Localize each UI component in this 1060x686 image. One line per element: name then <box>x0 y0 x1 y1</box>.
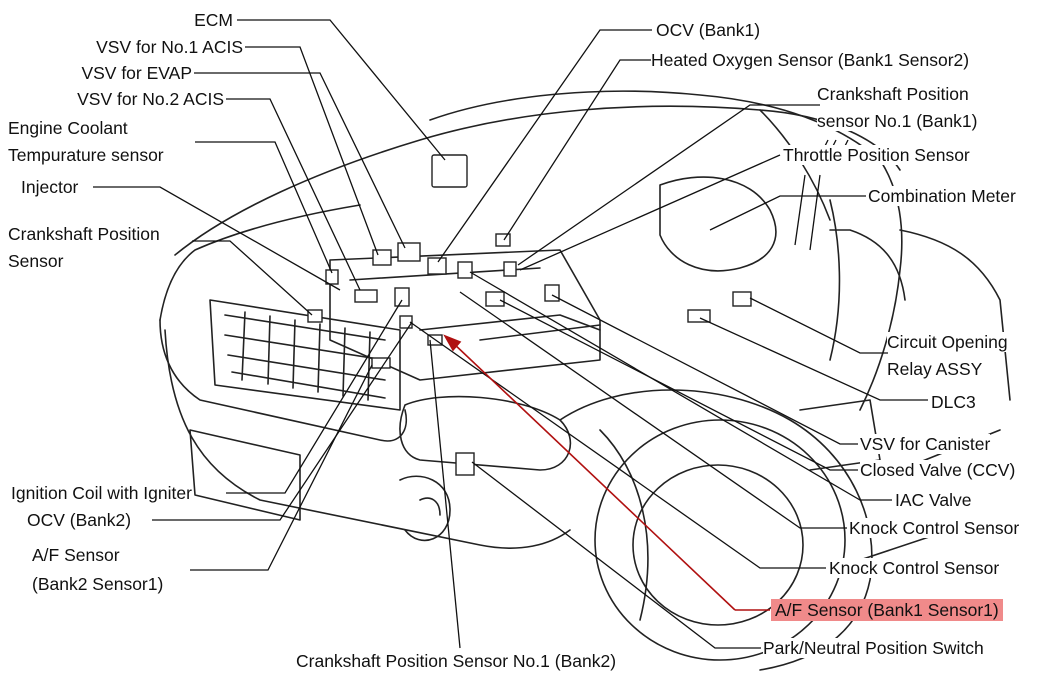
label-dlc3: DLC3 <box>931 392 976 412</box>
label-iac: IAC Valve <box>895 490 972 510</box>
label-knock-sensor-1: Knock Control Sensor <box>849 518 1020 538</box>
label-cor-line2: Relay ASSY <box>887 359 983 379</box>
label-injector: Injector <box>21 177 79 197</box>
label-vsv-acis2: VSV for No.2 ACIS <box>77 89 224 109</box>
label-vsv-canister: VSV for Canister <box>860 434 991 454</box>
label-tps: Throttle Position Sensor <box>783 145 970 165</box>
label-vsv-evap: VSV for EVAP <box>81 63 192 83</box>
label-ignition-coil: Ignition Coil with Igniter <box>11 483 192 503</box>
label-vsv-acis1: VSV for No.1 ACIS <box>96 37 243 57</box>
label-ecm: ECM <box>194 10 233 30</box>
label-ccv: Closed Valve (CCV) <box>860 460 1016 480</box>
label-knock-sensor-2: Knock Control Sensor <box>829 558 1000 578</box>
label-ect-line1: Engine Coolant <box>8 118 128 138</box>
label-ect-line2: Tempurature sensor <box>8 145 164 165</box>
label-ocv-bank2: OCV (Bank2) <box>27 510 132 530</box>
label-ocv-bank1: OCV (Bank1) <box>656 20 761 40</box>
label-ckp-line1: Crankshaft Position <box>8 224 160 244</box>
label-ckp-no1-bank1-line1: Crankshaft Position <box>817 84 969 104</box>
label-ckp-no1-bank1-line2: sensor No.1 (Bank1) <box>817 111 978 131</box>
label-ckp-no1-bank2: Crankshaft Position Sensor No.1 (Bank2) <box>296 651 617 671</box>
label-cor-line1: Circuit Opening <box>887 332 1008 352</box>
label-af-bank1-highlight: A/F Sensor (Bank1 Sensor1) <box>771 599 1003 621</box>
label-af-bank2-line2: (Bank2 Sensor1) <box>32 574 164 594</box>
label-ckp-line2: Sensor <box>8 251 64 271</box>
label-combination-meter: Combination Meter <box>868 186 1016 206</box>
label-ho2s: Heated Oxygen Sensor (Bank1 Sensor2) <box>651 50 970 70</box>
label-pnp-switch: Park/Neutral Position Switch <box>763 638 984 658</box>
label-af-bank2-line1: A/F Sensor <box>32 545 120 565</box>
